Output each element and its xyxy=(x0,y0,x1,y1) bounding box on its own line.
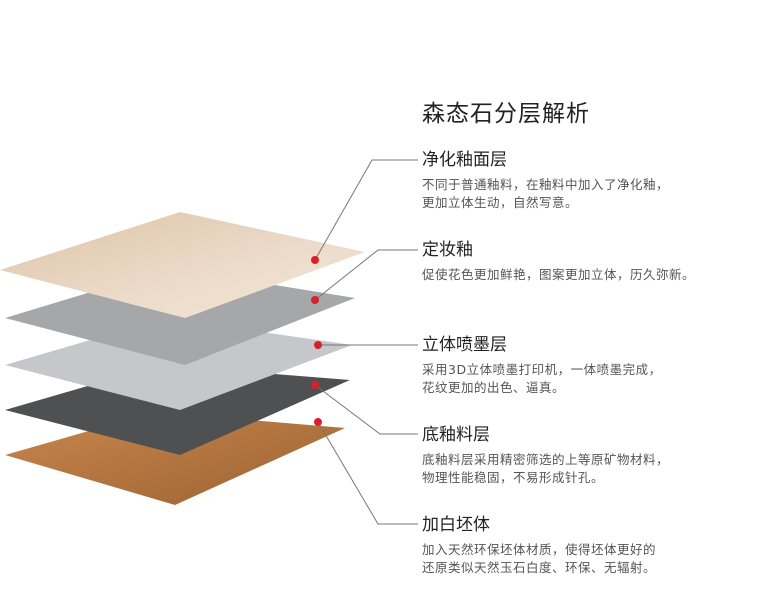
connector-line xyxy=(314,384,418,435)
section-base-glaze: 底釉料层 底釉料层采用精密筛选的上等原矿物材料， 物理性能稳固，不易形成针孔。 xyxy=(422,424,669,487)
marker-dot xyxy=(314,341,322,349)
section-inkjet: 立体喷墨层 采用3D立体喷墨打印机，一体喷墨完成， 花纹更加的出色、逼真。 xyxy=(422,334,662,397)
section-base-body: 加白坯体 加入天然环保坯体材质，使得坯体更好的还原类似天然玉石白度、环保、无辐射… xyxy=(422,514,656,577)
section-setting-glaze: 定妆釉 促使花色更加鲜艳，图案更加立体，历久弥新。 xyxy=(422,239,695,284)
layer-base-glaze xyxy=(5,365,350,455)
layer-purifying-glaze xyxy=(0,212,365,318)
section-title: 净化釉面层 xyxy=(422,150,507,170)
section-desc: 加入天然环保坯体材质，使得坯体更好的 xyxy=(422,542,657,557)
section-title: 底釉料层 xyxy=(422,425,490,445)
section-title: 加白坯体 xyxy=(422,515,490,535)
page-title: 森态石分层解析 xyxy=(422,101,590,127)
section-desc: 不同于普通釉料，在釉料中加入了净化釉， xyxy=(422,177,670,192)
connector-line xyxy=(317,421,418,525)
section-purifying-glaze: 净化釉面层 不同于普通釉料，在釉料中加入了净化釉， 更加立体生动，自然写意。 xyxy=(422,149,669,212)
section-desc: 更加立体生动，自然写意。 xyxy=(422,195,579,210)
connector-line xyxy=(314,249,418,301)
section-title: 立体喷墨层 xyxy=(422,335,507,355)
marker-dot xyxy=(311,296,319,304)
section-desc: 底釉料层采用精密筛选的上等原矿物材料， xyxy=(422,452,670,467)
layer-base-body xyxy=(5,412,345,505)
section-desc: 花纹更加的出色、逼真。 xyxy=(422,380,566,395)
section-desc: 物理性能稳固，不易形成针孔。 xyxy=(422,470,605,485)
section-desc: 还原类似天然玉石白度、环保、无辐射。 xyxy=(422,560,657,575)
marker-dot xyxy=(314,418,322,426)
section-desc: 促使花色更加鲜艳，图案更加立体，历久弥新。 xyxy=(422,267,696,282)
section-desc: 采用3D立体喷墨打印机，一体喷墨完成， xyxy=(422,362,662,377)
marker-dot xyxy=(311,256,319,264)
layer-inkjet xyxy=(5,318,352,410)
section-title: 定妆釉 xyxy=(422,240,473,260)
connector-line xyxy=(314,159,418,261)
marker-dot xyxy=(311,381,319,389)
